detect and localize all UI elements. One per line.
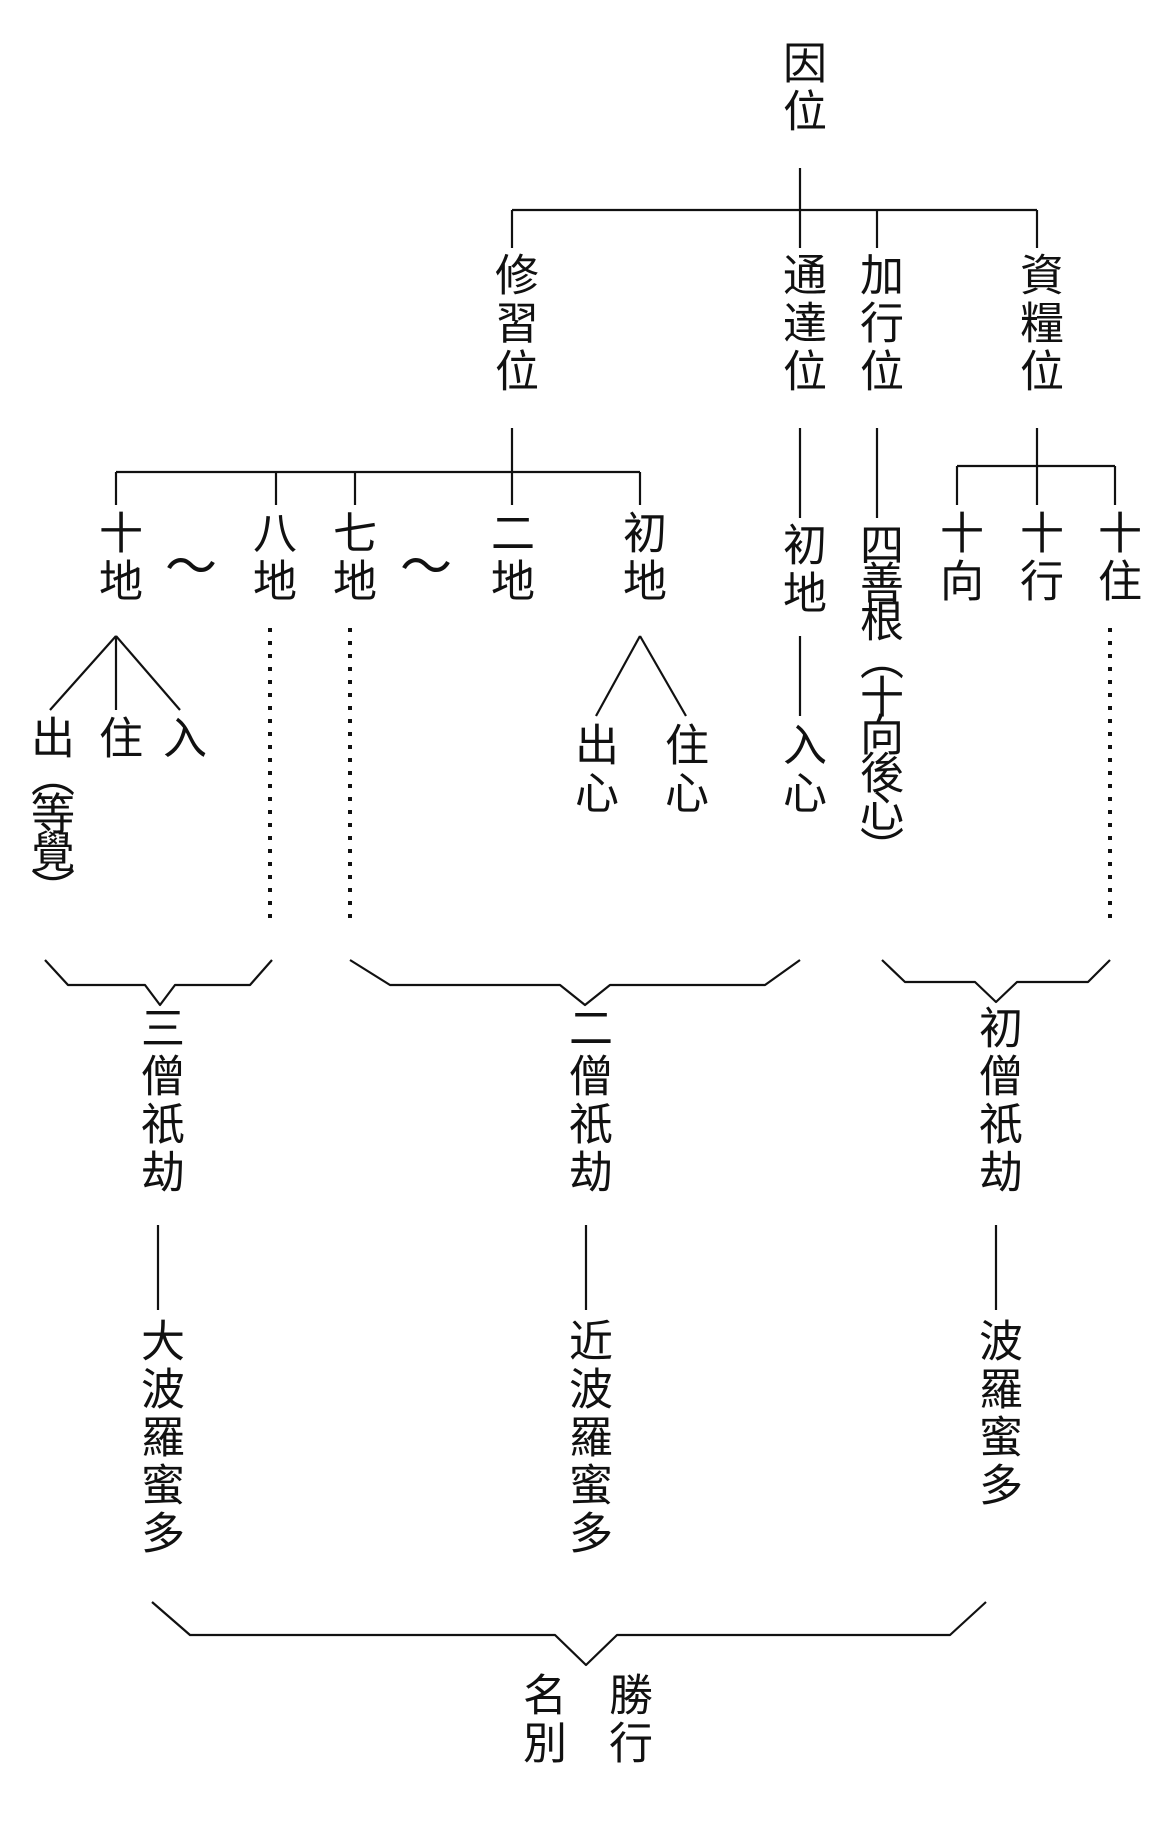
stage-label-xiuxi: 修習位 <box>487 252 538 396</box>
ziliang-label-shizhu: 十住 <box>1090 510 1141 606</box>
jiaxing-label-sishangen: 四善根（十向後心） <box>852 522 903 864</box>
ziliang-label-shixiang: 十向 <box>932 510 983 606</box>
shidi-branch-zhu: 住 <box>91 715 142 763</box>
paramita-label-third: 大波羅蜜多 <box>133 1318 184 1558</box>
tongda-label-ruxin: 入心 <box>775 722 826 818</box>
root-label-yinwei: 因位 <box>775 40 826 136</box>
ground-label-chudi: 初地 <box>615 510 666 606</box>
chudi-branch-zhuxin: 住心 <box>657 722 708 818</box>
paramita-label-second: 近波羅蜜多 <box>561 1318 612 1558</box>
stage-label-ziliang: 資糧位 <box>1012 252 1063 396</box>
ground-label-badi: 八地 <box>245 510 296 606</box>
shidi-branch-ru: 入 <box>155 715 206 763</box>
chudi-branch-chuxin: 出心 <box>567 722 618 818</box>
brace-first-kalpa <box>881 959 1111 1004</box>
stage-label-tongda: 通達位 <box>775 252 826 396</box>
brace-second-kalpa <box>349 959 801 1007</box>
footer-label-mingbie: 名別 <box>515 1672 566 1768</box>
footer-label-shengxing: 勝行 <box>601 1672 652 1768</box>
tilde-shidi-badi: ～ <box>165 538 218 598</box>
kalpa-label-first: 初僧祇劫 <box>971 1005 1022 1197</box>
kalpa-label-third: 三僧祇劫 <box>133 1005 184 1197</box>
ground-label-qidi: 七地 <box>325 510 376 606</box>
branch-shidi-chu <box>49 635 117 711</box>
ground-label-shidi: 十地 <box>91 510 142 606</box>
shidi-branch-chu: 出（等覺） <box>23 715 74 905</box>
kalpa-label-second: 二僧祇劫 <box>561 1005 612 1197</box>
brace-bottom <box>151 1601 987 1667</box>
paramita-label-first: 波羅蜜多 <box>971 1318 1022 1510</box>
ground-label-erdi: 二地 <box>483 510 534 606</box>
tongda-label-chudi: 初地 <box>775 522 826 618</box>
branch-shidi-ru <box>115 635 181 711</box>
tilde-qidi-erdi: ～ <box>400 538 453 598</box>
branch-chudi-zhuxin <box>639 635 687 717</box>
branch-chudi-chuxin <box>595 635 641 717</box>
stage-label-jiaxing: 加行位 <box>852 252 903 396</box>
brace-third-kalpa <box>44 959 273 1007</box>
ziliang-label-shixing: 十行 <box>1012 510 1063 606</box>
